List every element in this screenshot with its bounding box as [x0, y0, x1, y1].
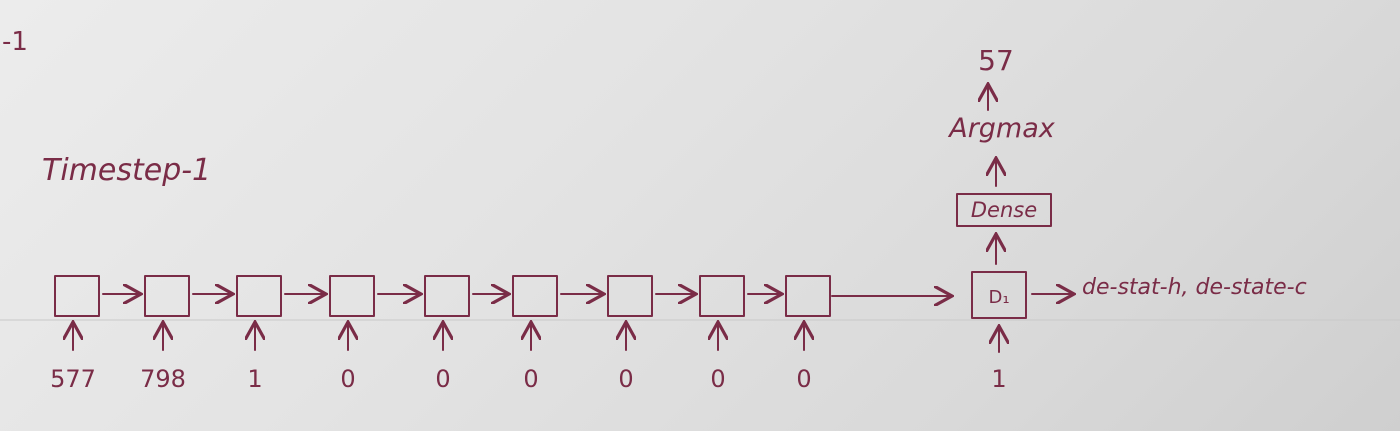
encoder-chain: 577 798 1 0 0 0 0 0 0 [50, 275, 831, 393]
encoder-input-value: 577 [50, 365, 96, 393]
encoder-input-value: 0 [340, 365, 355, 393]
encoder-input-value: 0 [710, 365, 725, 393]
encoder-cell [236, 275, 282, 317]
encoder-cell [785, 275, 831, 317]
encoder-input-value: 1 [247, 365, 262, 393]
encoder-input-value: 0 [523, 365, 538, 393]
decoder-cell-label: D₁ [988, 287, 1009, 308]
corner-fragment: -1 [2, 27, 28, 57]
dense-box [956, 193, 1052, 227]
output-value: 57 [978, 44, 1014, 77]
dense-label: Dense [971, 198, 1037, 222]
decoder-input-value: 1 [991, 365, 1006, 393]
argmax-label: Argmax [947, 113, 1056, 144]
decoder-cell [971, 271, 1027, 319]
diagram-title: Timestep-1 [42, 153, 211, 188]
encoder-input-value: 798 [140, 365, 186, 393]
encoder-cell [512, 275, 558, 317]
encoder-cell [607, 275, 653, 317]
encoder-input-value: 0 [435, 365, 450, 393]
encoder-cell [424, 275, 470, 317]
decoder-states-label: de-stat-h, de-state-c [1082, 275, 1307, 300]
encoder-cell [54, 275, 100, 317]
encoder-cell [699, 275, 745, 317]
encoder-input-value: 0 [796, 365, 811, 393]
encoder-input-value: 0 [618, 365, 633, 393]
encoder-cell [329, 275, 375, 317]
encoder-cell [144, 275, 190, 317]
